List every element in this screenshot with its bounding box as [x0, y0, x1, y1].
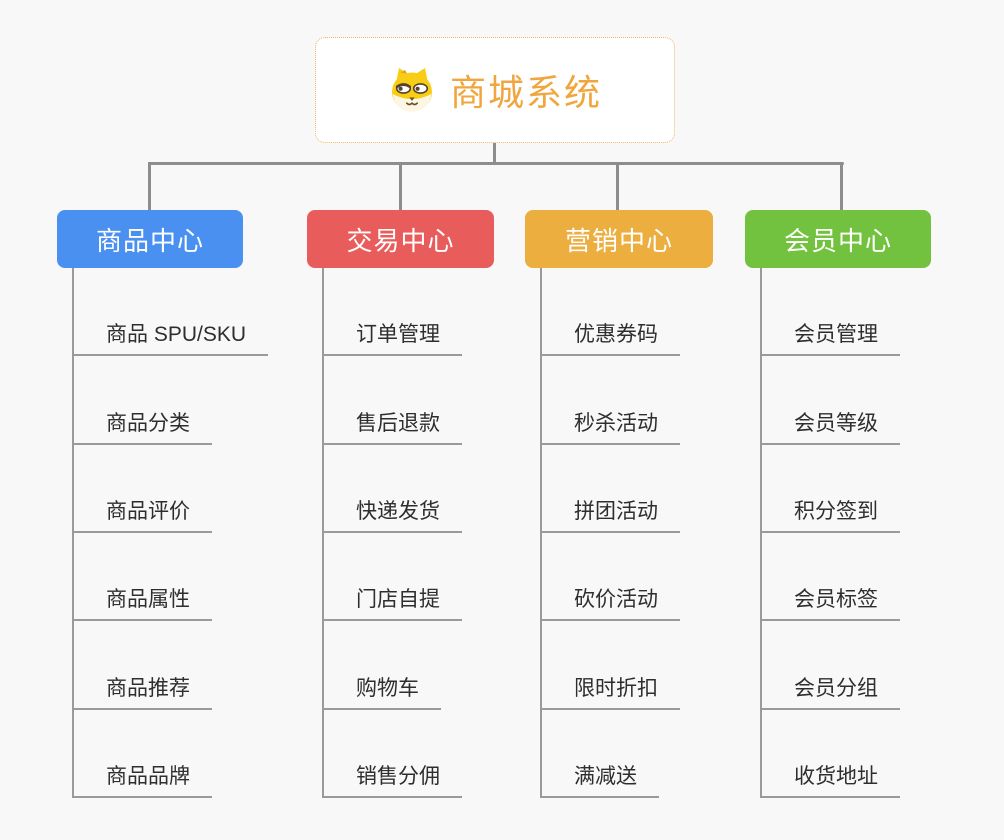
branch-drop-connector-2	[399, 162, 402, 210]
child-node[interactable]: 积分签到	[760, 495, 900, 533]
dog-face-icon	[391, 68, 432, 112]
child-node[interactable]: 拼团活动	[540, 495, 680, 533]
child-node[interactable]: 优惠券码	[540, 318, 680, 357]
trunk-line	[760, 268, 762, 798]
branch-label: 交易中心	[346, 225, 455, 256]
root-stem-connector	[493, 143, 496, 164]
child-node[interactable]: 会员分组	[760, 672, 900, 710]
child-node[interactable]: 砍价活动	[540, 583, 680, 622]
branch-node-member-center[interactable]: 会员中心	[745, 210, 931, 268]
child-node[interactable]: 会员等级	[760, 407, 900, 445]
child-column-trade: 订单管理 售后退款 快递发货 门店自提 购物车 销售分佣	[322, 268, 462, 798]
child-column-marketing: 优惠券码 秒杀活动 拼团活动 砍价活动 限时折扣 满减送	[540, 268, 680, 798]
child-node[interactable]: 门店自提	[322, 583, 462, 622]
child-node[interactable]: 商品推荐	[72, 672, 212, 710]
child-column-product: 商品 SPU/SKU 商品分类 商品评价 商品属性 商品推荐 商品品牌	[72, 268, 269, 798]
child-node[interactable]: 销售分佣	[322, 760, 462, 798]
branch-label: 会员中心	[783, 225, 892, 256]
child-node[interactable]: 售后退款	[322, 407, 462, 445]
child-node[interactable]: 商品品牌	[72, 760, 212, 798]
branch-node-trade-center[interactable]: 交易中心	[307, 210, 494, 268]
child-node[interactable]: 商品属性	[72, 583, 212, 622]
child-node[interactable]: 收货地址	[760, 760, 900, 798]
trunk-line	[72, 268, 74, 798]
child-node[interactable]: 商品分类	[72, 407, 212, 445]
child-column-member: 会员管理 会员等级 积分签到 会员标签 会员分组 收货地址	[760, 268, 900, 798]
branch-rail-connector	[148, 162, 844, 165]
branch-node-marketing-center[interactable]: 营销中心	[525, 210, 713, 268]
trunk-line	[540, 268, 542, 798]
branch-drop-connector-3	[616, 162, 619, 210]
child-node[interactable]: 购物车	[322, 672, 441, 710]
child-node[interactable]: 快递发货	[322, 495, 462, 533]
child-node[interactable]: 订单管理	[322, 318, 462, 357]
branch-drop-connector-1	[148, 162, 151, 210]
child-node[interactable]: 会员管理	[760, 318, 900, 357]
root-node[interactable]: 商城系统	[315, 37, 675, 143]
child-node[interactable]: 秒杀活动	[540, 407, 680, 445]
child-node[interactable]: 满减送	[540, 760, 659, 798]
child-node[interactable]: 限时折扣	[540, 672, 680, 710]
child-node[interactable]: 会员标签	[760, 583, 900, 622]
branch-label: 商品中心	[95, 225, 204, 256]
branch-drop-connector-4	[840, 162, 843, 210]
trunk-line	[322, 268, 324, 798]
child-node[interactable]: 商品评价	[72, 495, 212, 533]
root-title: 商城系统	[449, 72, 602, 113]
branch-node-product-center[interactable]: 商品中心	[57, 210, 243, 268]
child-node[interactable]: 商品 SPU/SKU	[72, 318, 269, 357]
branch-label: 营销中心	[564, 225, 673, 256]
